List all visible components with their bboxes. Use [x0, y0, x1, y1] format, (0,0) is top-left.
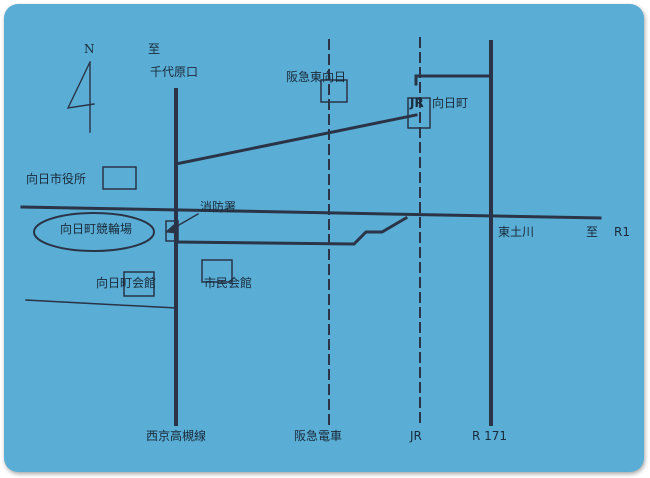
- hankyu-label: 阪急電車: [294, 429, 343, 443]
- velodrome-ellipse: [33, 212, 155, 252]
- to-north-label: 至: [148, 42, 161, 56]
- to-east-label: 至: [586, 225, 599, 239]
- higashi-tsuchikawa-label: 東土川: [498, 225, 535, 239]
- nishikyo-label: 西京高槻線: [146, 429, 207, 443]
- muko-kaikan-box: [123, 271, 155, 297]
- road-to-jr: [174, 113, 418, 166]
- road-south: [174, 215, 409, 246]
- arrow-head-icon: [164, 221, 177, 234]
- station-box-hankyu: [320, 79, 348, 103]
- fire-station-label: 消防署: [200, 200, 237, 214]
- jr-bottom-label: JR: [410, 429, 422, 443]
- shimin-kaikan-label: 市民会館: [204, 276, 253, 290]
- north-label: N: [84, 42, 95, 56]
- shimin-kaikan-box: [201, 259, 233, 283]
- city-hall-label: 向日市役所: [26, 172, 87, 186]
- map-card: N 至 千代原口 阪急東向日 JR 向日町 向日市役所 消防署 向日町競輪場 東…: [4, 4, 644, 472]
- station-box-jr: [407, 97, 431, 129]
- muko-kaikan-label: 向日町会館: [96, 276, 157, 290]
- fire-station-box: [165, 220, 179, 242]
- r1-label: R1: [614, 225, 630, 239]
- city-hall-box: [102, 166, 137, 190]
- hankyu-higashimuko-label: 阪急東向日: [286, 70, 347, 84]
- road-jr-r171: [414, 74, 493, 86]
- senshiro-label: 千代原口: [150, 65, 199, 79]
- jr-mark-label: JR: [410, 96, 424, 110]
- map-lines: [20, 37, 602, 426]
- road-west-lower: [25, 299, 177, 309]
- north-arrow-icon: [66, 61, 95, 133]
- r171-label: R 171: [472, 429, 508, 443]
- jr-station-label: 向日町: [432, 96, 469, 110]
- velodrome-label: 向日町競輪場: [60, 222, 133, 236]
- road-east-west-upper: [20, 205, 602, 220]
